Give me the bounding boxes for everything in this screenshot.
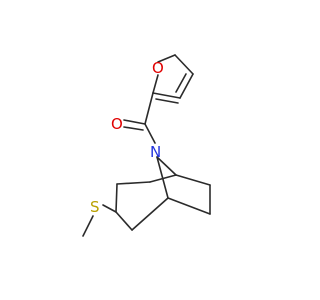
- bond-c3-c4: [115, 183, 118, 213]
- bond-c4-c5: [174, 54, 194, 75]
- bond-n-c1: [156, 156, 177, 176]
- bond-c4-c5: [115, 211, 133, 231]
- methylthio-group: [82, 204, 117, 237]
- bicyclic-core: [115, 156, 211, 231]
- carbonyl-group: [123, 92, 156, 144]
- bond-c8-c5: [167, 197, 211, 215]
- bond-furan-carbonyl: [144, 92, 154, 125]
- furan-oxygen-label: O: [152, 59, 164, 77]
- bridge-nitrogen-label: N: [150, 143, 161, 161]
- bond-c5-o1: [157, 54, 176, 63]
- bond-n-c5: [156, 156, 169, 199]
- bond-c5-c6: [131, 197, 169, 231]
- bond-c2-c3: [152, 92, 181, 99]
- bond-c3-c4: [179, 73, 194, 99]
- bond-c2-c3-double: [155, 98, 179, 104]
- bond-c2-c3: [116, 181, 151, 185]
- bond-c1-c2: [149, 174, 177, 183]
- carbonyl-oxygen-label: O: [111, 115, 123, 133]
- bond-o1-c2: [152, 74, 159, 94]
- bond-s-ch3: [82, 215, 94, 237]
- bond-carbonyl-n: [144, 123, 156, 144]
- sulfur-label: S: [90, 198, 100, 216]
- furan-ring: [152, 54, 194, 104]
- bond-carbonyl-o: [123, 119, 146, 125]
- bond-c3-s: [102, 204, 117, 213]
- bond-c1-c7: [175, 174, 211, 186]
- bond-carbonyl-o-double: [123, 126, 144, 131]
- molecule-structure-diagram: O O N S: [82, 54, 211, 237]
- bond-c3-c4-double: [175, 73, 187, 93]
